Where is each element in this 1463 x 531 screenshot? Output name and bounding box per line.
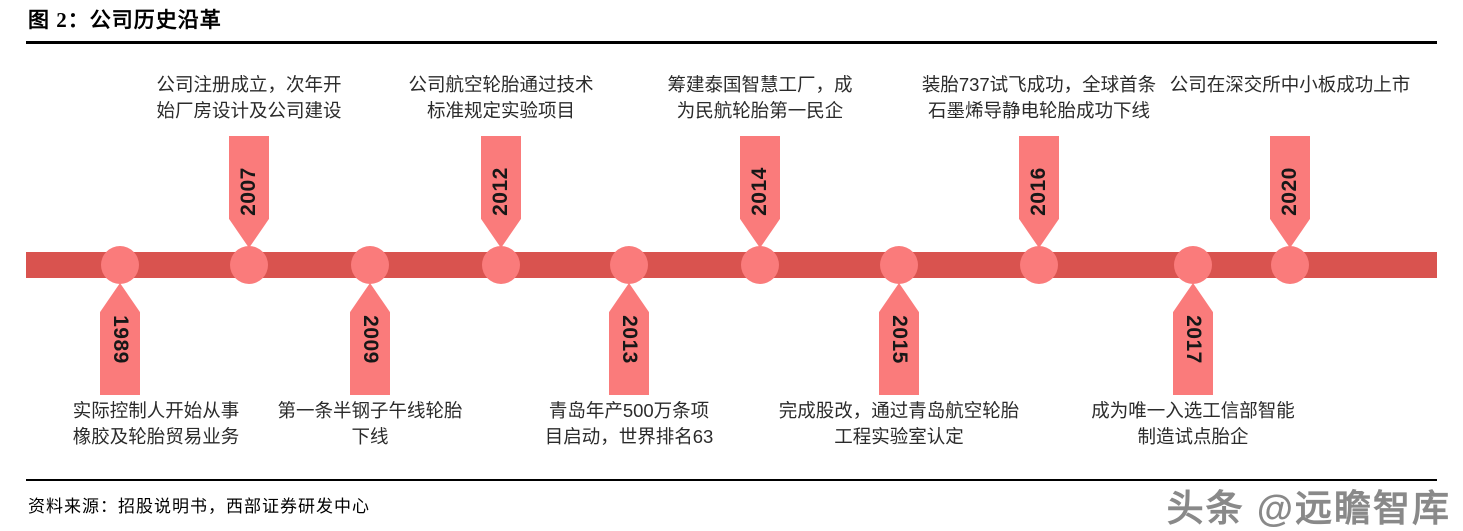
- timeline-caption-2013: 青岛年产500万条项 目启动，世界排名63: [544, 400, 714, 448]
- footer-divider: [26, 479, 1437, 481]
- timeline-year-label: 2013: [618, 315, 641, 364]
- title-divider: [26, 41, 1437, 44]
- timeline-year-label: 2009: [359, 315, 382, 364]
- timeline-caption-2020: 公司在深交所中小板成功上市: [1169, 74, 1411, 95]
- timeline-node-dot: [482, 246, 520, 284]
- timeline-node-dot: [230, 246, 268, 284]
- timeline-year-label: 2017: [1182, 315, 1205, 364]
- source-note: 资料来源：招股说明书，西部证券研发中心: [28, 497, 370, 516]
- timeline-marker-2014[interactable]: 2014: [740, 136, 780, 248]
- timeline-caption-2009: 第一条半钢子午线轮胎 下线: [277, 400, 463, 448]
- timeline-node-dot: [1174, 246, 1212, 284]
- timeline-node-dot: [610, 246, 648, 284]
- timeline-marker-2016[interactable]: 2016: [1019, 136, 1059, 248]
- timeline-marker-2009[interactable]: 2009: [350, 283, 390, 395]
- timeline-marker-1989[interactable]: 1989: [100, 283, 140, 395]
- timeline-year-label: 2020: [1278, 167, 1301, 216]
- timeline-node-dot: [880, 246, 918, 284]
- timeline-node-dot: [741, 246, 779, 284]
- timeline-year-label: 2012: [489, 167, 512, 216]
- timeline-year-label: 2015: [888, 315, 911, 364]
- timeline-node-dot: [1271, 246, 1309, 284]
- timeline-caption-2014: 筹建泰国智慧工厂，成 为民航轮胎第一民企: [667, 74, 853, 122]
- timeline-caption-2015: 完成股改，通过青岛航空轮胎 工程实验室认定: [778, 400, 1020, 448]
- timeline-marker-2017[interactable]: 2017: [1173, 283, 1213, 395]
- timeline-marker-2013[interactable]: 2013: [609, 283, 649, 395]
- timeline-caption-2012: 公司航空轮胎通过技术 标准规定实验项目: [408, 74, 594, 122]
- timeline-year-label: 2007: [237, 167, 260, 216]
- timeline-year-label: 2014: [748, 167, 771, 216]
- timeline-caption-2017: 成为唯一入选工信部智能 制造试点胎企: [1091, 400, 1295, 448]
- timeline-marker-2012[interactable]: 2012: [481, 136, 521, 248]
- timeline-node-dot: [1020, 246, 1058, 284]
- timeline-caption-2016: 装胎737试飞成功，全球首条 石墨烯导静电轮胎成功下线: [921, 74, 1157, 122]
- page-title: 图 2：公司历史沿革: [28, 8, 222, 32]
- timeline-year-label: 1989: [109, 315, 132, 364]
- timeline-node-dot: [351, 246, 389, 284]
- watermark: 头条 @远瞻智库: [1166, 488, 1451, 529]
- timeline-caption-2007: 公司注册成立，次年开 始厂房设计及公司建设: [156, 74, 342, 122]
- timeline-marker-2015[interactable]: 2015: [879, 283, 919, 395]
- timeline-node-dot: [101, 246, 139, 284]
- timeline-marker-2020[interactable]: 2020: [1270, 136, 1310, 248]
- timeline-caption-1989: 实际控制人开始从事 橡胶及轮胎贸易业务: [72, 400, 240, 448]
- timeline-marker-2007[interactable]: 2007: [229, 136, 269, 248]
- timeline-year-label: 2016: [1027, 167, 1050, 216]
